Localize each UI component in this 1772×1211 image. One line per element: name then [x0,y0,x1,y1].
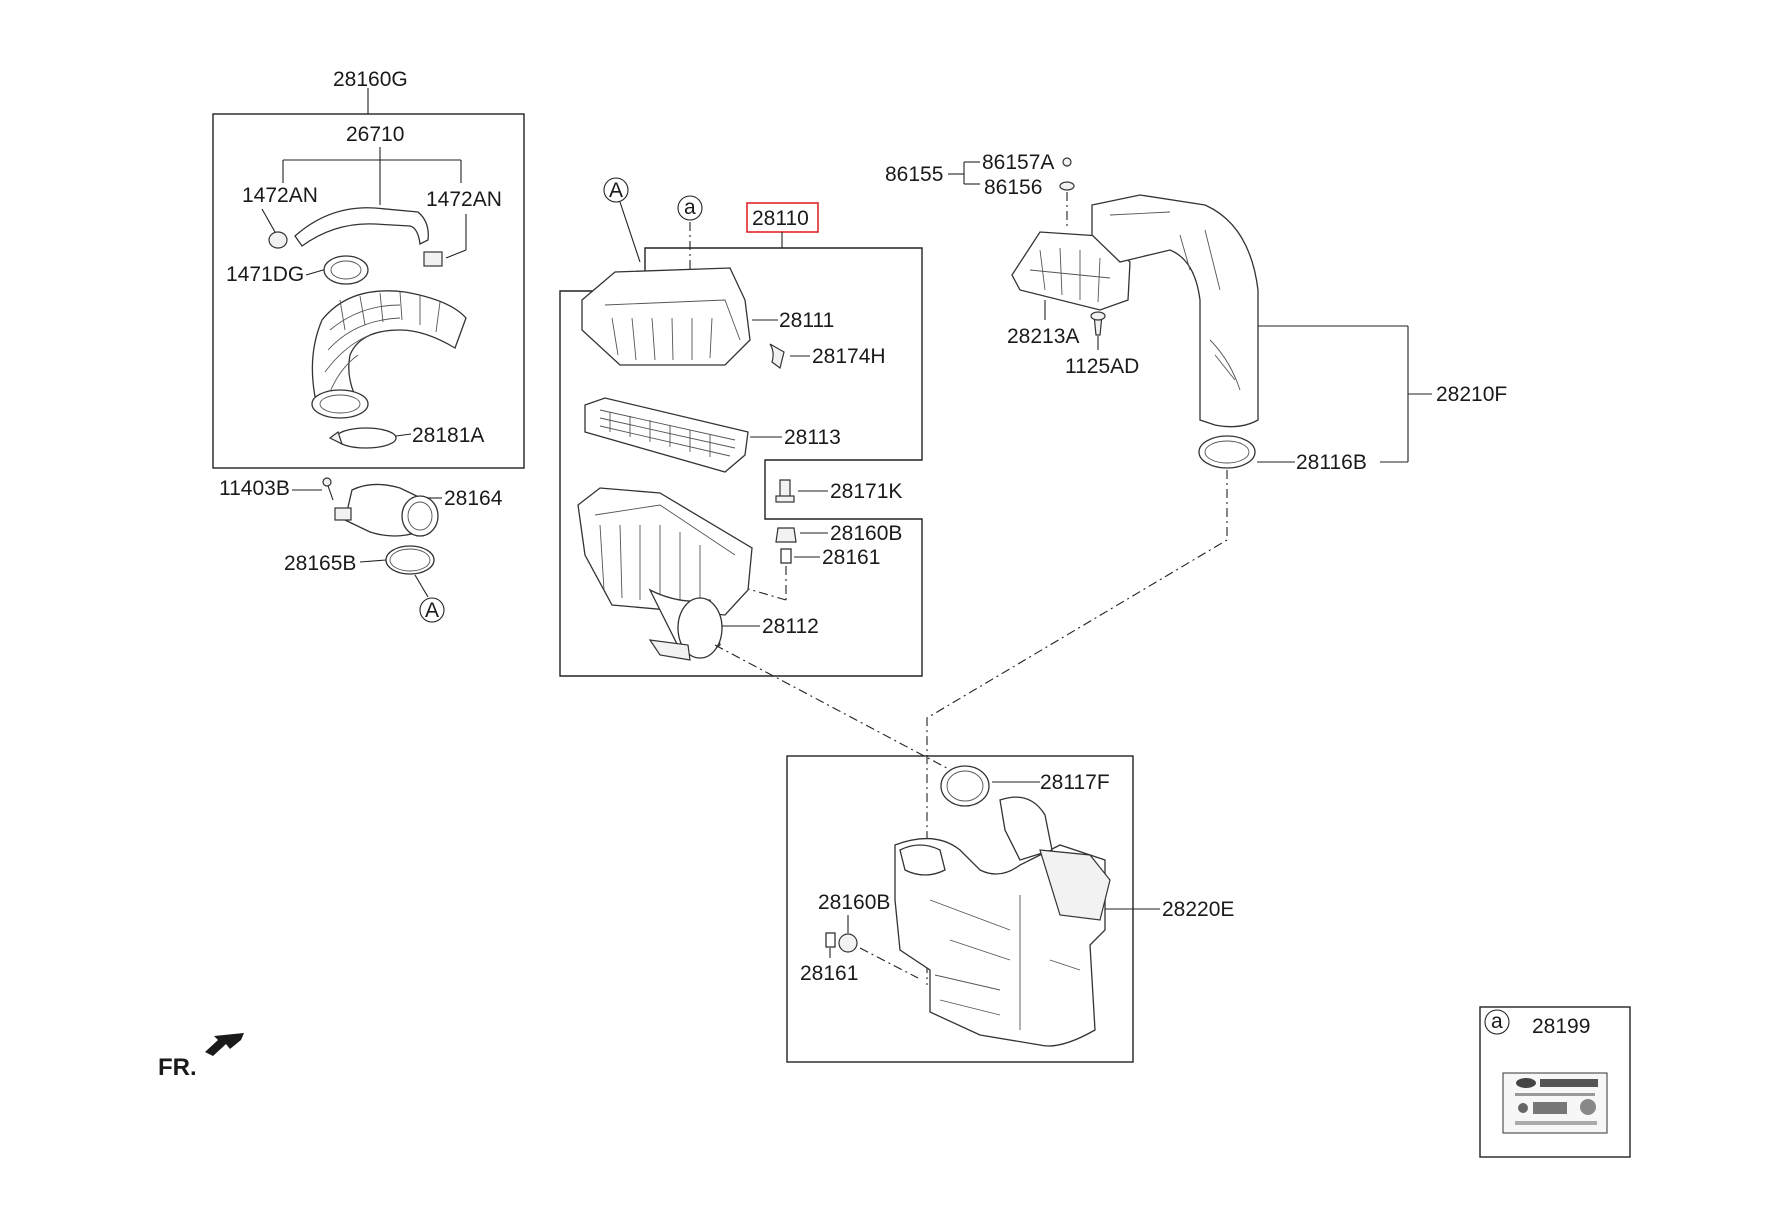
sensor-port [401,495,439,537]
label-front[interactable]: FR. [158,1054,197,1081]
box-28160G [212,113,525,469]
airflow-sensor-group: 11403B 28164 28165B A [219,477,503,623]
label-28213A[interactable]: 28213A [1007,325,1079,348]
ref-circle-a-center [677,195,703,221]
hose-clamp-right [423,251,443,267]
label-86155[interactable]: 86155 [885,163,943,186]
ref-a-center[interactable]: a [684,196,696,219]
intake-hose-group: 28160G 26710 1472AN 1472AN 1471DG 28181A [212,68,525,469]
label-1125AD[interactable]: 1125AD [1065,355,1139,378]
insulator-28160B-top [775,527,797,543]
label-28165B[interactable]: 28165B [284,552,356,575]
seal-28116B [1198,435,1256,469]
label-86157A[interactable]: 86157A [982,151,1054,174]
bolt-86157A [1062,157,1072,167]
bolt-11403B [322,477,332,487]
label-28110[interactable]: 28110 [752,207,809,230]
front-direction-marker: FR. [158,1033,244,1081]
resonator-group: 28117F 28220E 28160B 28161 [786,755,1234,1063]
hose-clamp-left [268,231,288,249]
label-28171K[interactable]: 28171K [830,480,902,503]
insulator-28160B-bottom [838,933,858,953]
sticker-seal-icon [1580,1099,1596,1115]
label-28160B-top[interactable]: 28160B [830,522,902,545]
label-1471DG[interactable]: 1471DG [226,263,304,286]
label-28160B-bottom[interactable]: 28160B [818,891,890,914]
body-outlet-port [677,597,723,659]
label-28210F[interactable]: 28210F [1436,383,1507,406]
front-arrow-icon [205,1033,244,1056]
brand-wordmark [1540,1079,1598,1087]
seal-28117F [940,765,990,807]
collar-28161-top [780,548,792,564]
ref-circle-A-left [419,597,445,623]
label-28164[interactable]: 28164 [444,487,503,510]
air-filter-element [584,397,749,473]
box-28199 [1479,1006,1631,1158]
hose-outlet [311,389,369,419]
label-11403B[interactable]: 11403B [219,477,290,500]
label-28161-bottom[interactable]: 28161 [800,962,858,985]
label-1472AN-right[interactable]: 1472AN [426,188,502,211]
intake-duct-group: 86155 86157A 86156 28213A 1125AD 28210F … [885,151,1507,474]
bolt-28171K [779,479,791,499]
bracket-28213A [1011,231,1131,311]
air-cleaner-group: 28110 A a 28111 28174H 28113 28171K 2816… [559,177,923,677]
label-28113[interactable]: 28113 [784,426,841,449]
gasket-28165B [385,545,435,575]
resonator-inlet-port [899,844,946,876]
resonator-inlet-neck [999,796,1053,861]
label-1472AN-left[interactable]: 1472AN [242,184,318,207]
label-28112[interactable]: 28112 [762,615,819,638]
air-intake-hose [311,290,467,411]
brand-logo-icon [1516,1078,1536,1088]
label-28111[interactable]: 28111 [779,309,834,332]
sticker-emblem-icon [1518,1103,1528,1113]
washer-86156 [1059,181,1075,191]
breather-hose [294,207,429,247]
label-28199-group: a 28199 [1479,1006,1631,1158]
clamp-28181A [335,427,397,449]
clamp-1471DG [323,255,369,285]
air-cleaner-cover [581,267,751,366]
ref-A-center[interactable]: A [609,179,623,202]
label-86156[interactable]: 86156 [984,176,1042,199]
label-28160G[interactable]: 28160G [333,68,408,91]
collar-28161-bottom [825,932,836,948]
box-28110 [559,247,923,677]
label-28199-ref[interactable]: a [1491,1010,1503,1033]
label-28161-top[interactable]: 28161 [822,546,880,569]
ref-A-left[interactable]: A [425,599,439,622]
clip-28174H [769,343,785,370]
intake-duct-28210F [1091,194,1259,428]
ref-circle-a-label [1484,1009,1510,1035]
label-28199[interactable]: 28199 [1532,1015,1590,1038]
label-28220E[interactable]: 28220E [1162,898,1234,921]
label-28174H[interactable]: 28174H [812,345,886,368]
label-26710[interactable]: 26710 [346,123,404,146]
label-28181A[interactable]: 28181A [412,424,484,447]
ref-circle-A-center [603,177,629,203]
label-28117F[interactable]: 28117F [1040,771,1110,794]
label-28116B[interactable]: 28116B [1296,451,1367,474]
